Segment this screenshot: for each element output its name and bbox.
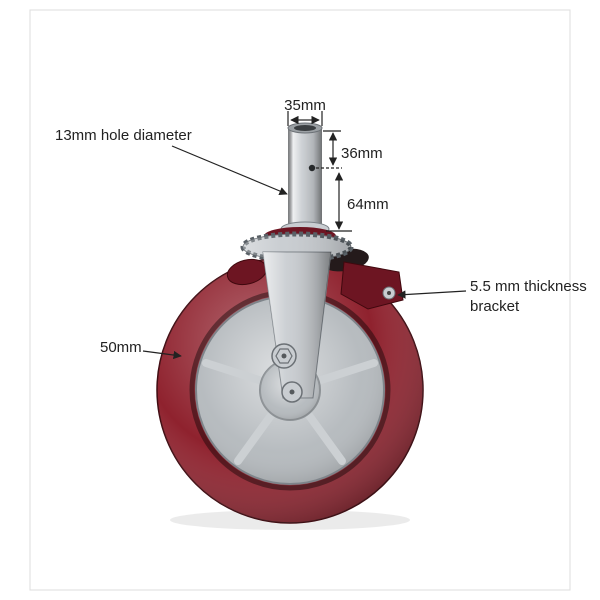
frame-border (29, 9, 571, 591)
label-stem-upper: 36mm (341, 145, 383, 162)
label-stem-lower: 64mm (347, 196, 389, 213)
stem-bore (294, 125, 316, 131)
dim-stem-upper (316, 130, 342, 169)
dimension-labels: 35mm 13mm hole diameter 36mm 64mm 5.5 mm… (55, 97, 587, 356)
dim-wheel-size-leader (142, 350, 182, 360)
stem-hole (308, 164, 316, 172)
dim-stem-width (287, 111, 323, 126)
dimension-lines (142, 111, 467, 360)
caster-stem (280, 122, 330, 237)
brake-pedal (340, 261, 404, 310)
kingpin-bolt-hex (275, 348, 293, 364)
label-stem-width: 35mm (284, 97, 326, 114)
dim-stem-lower (326, 172, 352, 232)
label-bracket-thickness-line1: 5.5 mm thickness (470, 278, 587, 295)
label-wheel-diameter: 50mm (100, 339, 142, 356)
dim-hole-diameter-leader (171, 145, 288, 195)
fork-bracket (262, 251, 332, 403)
dim-bracket-leader (397, 290, 467, 299)
label-hole-diameter: 13mm hole diameter (55, 127, 192, 144)
label-bracket-thickness-line2: bracket (470, 298, 520, 315)
